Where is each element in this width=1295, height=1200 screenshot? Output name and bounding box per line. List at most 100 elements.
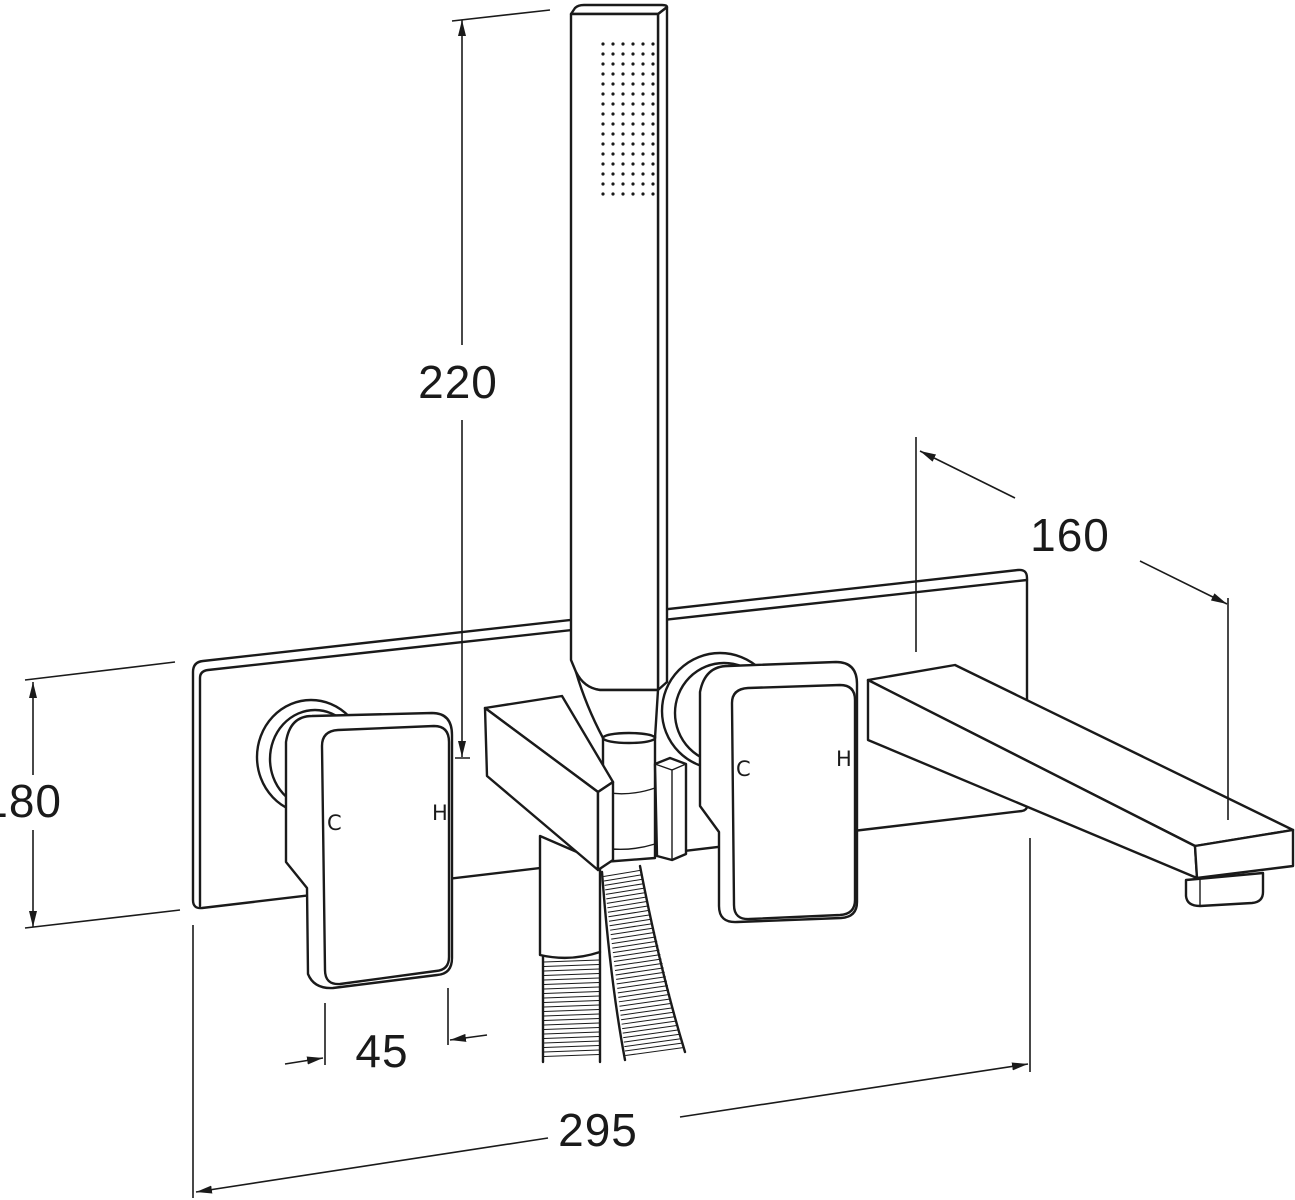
spray-nozzle <box>601 82 605 86</box>
spray-nozzle <box>601 152 605 156</box>
spray-nozzle <box>611 162 615 166</box>
hose-rib <box>606 896 647 904</box>
spray-nozzle <box>651 172 655 176</box>
hose-rib <box>612 945 659 954</box>
spray-nozzle <box>641 42 645 46</box>
spray-nozzle <box>651 182 655 186</box>
spray-nozzle <box>631 192 635 196</box>
spray-nozzle <box>651 152 655 156</box>
hose-rib <box>624 1042 682 1052</box>
hose-rib <box>543 1049 600 1053</box>
spray-nozzle <box>641 142 645 146</box>
spray-nozzle <box>631 172 635 176</box>
dim-295-line-right <box>679 1062 1029 1118</box>
bath-spout <box>866 663 1295 908</box>
hose-rib <box>613 949 660 958</box>
hand-shower <box>569 3 669 745</box>
hose-rib <box>543 982 600 985</box>
spray-nozzle <box>611 52 615 56</box>
spout-aerator <box>1184 871 1265 908</box>
hand-shower-side <box>656 5 669 692</box>
spray-nozzle <box>631 62 635 66</box>
hose-rib <box>543 968 600 972</box>
hose-rib <box>543 1031 600 1035</box>
spray-nozzle <box>611 132 615 136</box>
hose-rib <box>619 1002 673 1012</box>
spray-nozzle <box>651 42 655 46</box>
spray-nozzle <box>641 112 645 116</box>
dimension-overall-width: 295 <box>192 838 1031 1198</box>
spray-nozzle <box>641 172 645 176</box>
spray-nozzle <box>601 62 605 66</box>
hose-rib <box>617 985 669 994</box>
spray-nozzle <box>621 142 625 146</box>
spray-nozzle <box>651 92 655 96</box>
spray-nozzle <box>641 122 645 126</box>
hose-rib <box>620 1007 674 1016</box>
dimension-handset-height: 220 <box>418 9 551 759</box>
hose-rib <box>611 936 657 945</box>
spray-nozzle <box>611 42 615 46</box>
dimension-plate-height: 180 <box>0 661 181 929</box>
spray-nozzle <box>601 42 605 46</box>
dimension-handle-width: 45 <box>284 988 488 1077</box>
hose-rib <box>608 914 651 922</box>
hose-rib <box>604 874 642 882</box>
spray-nozzle <box>621 102 625 106</box>
spray-nozzle <box>641 82 645 86</box>
dimension-spout-projection: 160 <box>915 437 1229 820</box>
hose-left-outline <box>541 950 602 1064</box>
spray-nozzle <box>621 62 625 66</box>
hose-rib <box>612 940 658 949</box>
spray-nozzle <box>631 182 635 186</box>
hose-rib <box>614 962 663 971</box>
right-handle-hot-mark: H <box>836 747 852 771</box>
hose-rib <box>543 1040 600 1044</box>
spray-nozzle <box>631 112 635 116</box>
hose-connector <box>538 834 602 960</box>
spray-face <box>601 42 655 196</box>
spray-nozzle <box>621 182 625 186</box>
holder-clip-body <box>653 756 688 862</box>
hose-rib <box>543 964 600 967</box>
hose-rib <box>603 869 641 877</box>
spray-nozzle <box>611 142 615 146</box>
dim-295-line-left <box>195 1137 549 1194</box>
spray-nozzle <box>601 172 605 176</box>
hose-rib <box>621 1016 676 1025</box>
spray-nozzle <box>651 112 655 116</box>
spray-nozzle <box>621 112 625 116</box>
spray-nozzle <box>621 152 625 156</box>
hose-rib <box>614 958 662 967</box>
hose-rib <box>543 1013 600 1017</box>
hose-rib <box>543 1004 600 1008</box>
spray-nozzle <box>621 122 625 126</box>
spray-nozzle <box>621 132 625 136</box>
spray-nozzle <box>641 102 645 106</box>
spray-nozzle <box>631 102 635 106</box>
dim-45-line-right <box>449 1033 488 1042</box>
spray-nozzle <box>651 52 655 56</box>
spray-nozzle <box>601 192 605 196</box>
spray-nozzle <box>651 162 655 166</box>
dim-295-label: 295 <box>558 1104 638 1156</box>
hose-rib <box>618 993 671 1003</box>
hand-shower-top <box>569 3 669 16</box>
hose-rib <box>605 883 644 891</box>
spray-nozzle <box>641 132 645 136</box>
spray-nozzle <box>631 72 635 76</box>
spray-nozzle <box>641 182 645 186</box>
spray-nozzle <box>651 132 655 136</box>
hand-shower-neck-ring <box>601 731 657 745</box>
spray-nozzle <box>621 162 625 166</box>
spray-nozzle <box>611 62 615 66</box>
spray-nozzle <box>621 42 625 46</box>
hose-rib <box>543 986 600 990</box>
spray-nozzle <box>611 72 615 76</box>
spray-nozzle <box>631 42 635 46</box>
hose-rib <box>609 918 652 927</box>
hose-right-outline <box>600 864 687 1062</box>
spray-nozzle <box>621 82 625 86</box>
spray-nozzle <box>641 92 645 96</box>
